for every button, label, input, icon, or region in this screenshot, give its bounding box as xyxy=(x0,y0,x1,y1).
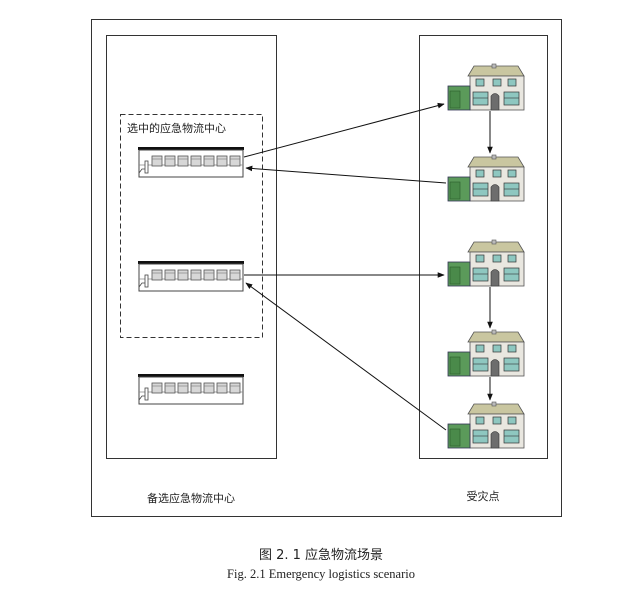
disaster-points-label: 受灾点 xyxy=(467,489,500,503)
house-icon xyxy=(447,63,525,111)
selected-centers-dashed-box xyxy=(120,114,263,338)
selected-group-label: 选中的应急物流中心 xyxy=(127,121,226,135)
disaster-points-panel xyxy=(419,35,548,459)
house-icon xyxy=(447,154,525,202)
house-icon xyxy=(447,329,525,377)
figure-caption-cn: 图 2. 1 应急物流场景 xyxy=(258,548,384,563)
arrow-house2-to-center1 xyxy=(245,165,447,184)
house-icon xyxy=(447,401,525,449)
emergency-logistics-diagram: 选中的应急物流中心 备选应急物流中心 受灾点 xyxy=(91,19,562,517)
arrow-house5-to-center2 xyxy=(245,282,447,431)
arrow-center1-to-house1 xyxy=(243,102,445,158)
candidate-centers-label: 备选应急物流中心 xyxy=(147,491,235,505)
house-icon xyxy=(447,239,525,287)
figure-caption-en: Fig. 2.1 Emergency logistics scenario xyxy=(227,567,415,581)
outer-frame xyxy=(91,19,562,517)
warehouse-icon xyxy=(137,146,245,178)
warehouse-icon xyxy=(137,373,245,405)
candidate-centers-panel xyxy=(106,35,277,459)
warehouse-icon xyxy=(137,260,245,292)
